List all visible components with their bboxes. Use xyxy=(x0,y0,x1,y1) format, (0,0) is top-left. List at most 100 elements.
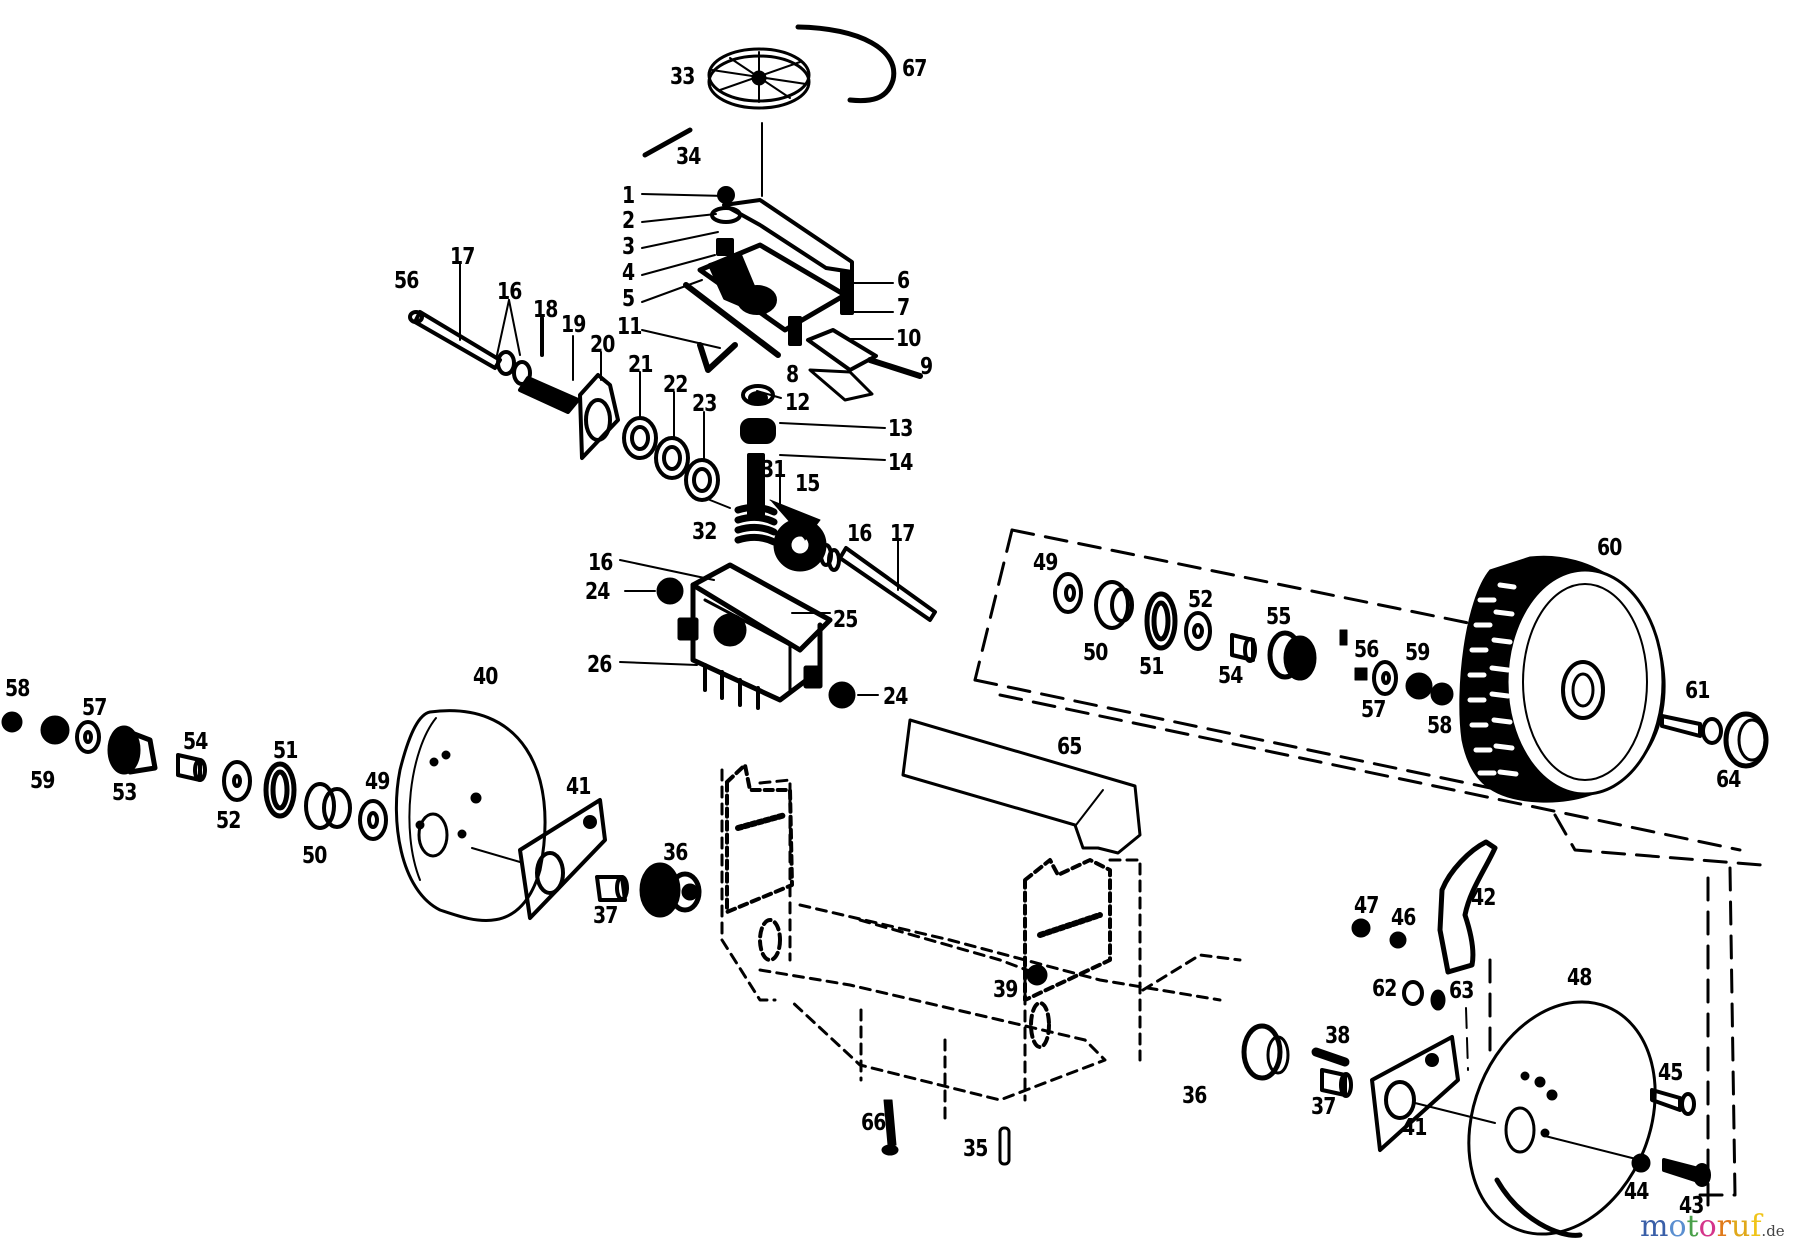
belt-67 xyxy=(798,27,894,101)
part-label-4: 4 xyxy=(622,260,635,286)
part-label-40: 40 xyxy=(473,664,498,690)
part-label-49: 49 xyxy=(1033,550,1058,576)
part-label-17: 17 xyxy=(450,244,475,270)
part-label-16: 16 xyxy=(588,550,613,576)
screw-66 xyxy=(882,1100,898,1155)
part-label-10: 10 xyxy=(896,326,921,352)
washer-22 xyxy=(656,392,688,478)
part-label-52: 52 xyxy=(216,808,241,834)
part-label-51: 51 xyxy=(1139,654,1164,680)
brake-lever-42 xyxy=(1440,842,1495,972)
part-label-64: 64 xyxy=(1716,767,1741,793)
part-label-33: 33 xyxy=(670,64,695,90)
gearbox-housing-26 xyxy=(680,565,830,708)
nut-39 xyxy=(1027,965,1047,985)
bearing-53-left xyxy=(110,728,155,772)
part-label-44: 44 xyxy=(1624,1179,1649,1205)
part-label-65: 65 xyxy=(1057,734,1082,760)
part-label-60: 60 xyxy=(1597,535,1622,561)
watermark-letter: m xyxy=(1640,1209,1669,1244)
bushing-37-right xyxy=(1322,1070,1351,1096)
watermark-letter: f xyxy=(1750,1209,1762,1244)
gearbox-cover xyxy=(686,188,920,400)
part-label-2: 2 xyxy=(622,208,635,234)
wheel-60 xyxy=(1460,556,1665,802)
handle-bracket-left xyxy=(727,765,792,960)
part-label-53: 53 xyxy=(112,780,137,806)
wheel-hub-36-right xyxy=(1244,1026,1288,1078)
part-label-17: 17 xyxy=(890,521,915,547)
bolt-43 xyxy=(1664,1160,1709,1185)
part-label-59: 59 xyxy=(1405,640,1430,666)
part-label-46: 46 xyxy=(1391,905,1416,931)
part-label-8: 8 xyxy=(786,362,799,388)
part-label-16: 16 xyxy=(497,279,522,305)
part-label-47: 47 xyxy=(1354,893,1379,919)
part-label-58: 58 xyxy=(1427,713,1452,739)
part-label-48: 48 xyxy=(1567,965,1592,991)
part-label-66: 66 xyxy=(861,1110,886,1136)
seal-51-left xyxy=(266,764,294,816)
part-label-37: 37 xyxy=(1311,1094,1336,1120)
part-label-35: 35 xyxy=(963,1136,988,1162)
washer-44 xyxy=(1632,1154,1650,1172)
part-label-14: 14 xyxy=(888,450,913,476)
part-label-45: 45 xyxy=(1658,1060,1683,1086)
part-label-13: 13 xyxy=(888,416,913,442)
part-label-57: 57 xyxy=(82,695,107,721)
part-label-39: 39 xyxy=(993,977,1018,1003)
part-label-25: 25 xyxy=(833,607,858,633)
part-label-54: 54 xyxy=(1218,663,1243,689)
axle-17-right xyxy=(821,540,935,620)
part-label-56: 56 xyxy=(394,268,419,294)
bearing-50-right xyxy=(1096,582,1132,628)
part-label-11: 11 xyxy=(617,314,642,340)
part-label-31: 31 xyxy=(761,457,786,483)
part-label-36: 36 xyxy=(663,840,688,866)
bearing-55-right xyxy=(1270,633,1314,678)
bracket-10 xyxy=(808,330,876,370)
nut-47 xyxy=(1352,919,1370,937)
part-label-37: 37 xyxy=(593,903,618,929)
watermark-letter: u xyxy=(1730,1209,1751,1244)
nut-63 xyxy=(1431,990,1445,1010)
pin-34 xyxy=(645,130,690,155)
washer-57-right xyxy=(1374,662,1396,694)
washer-23 xyxy=(686,412,730,508)
part-label-21: 21 xyxy=(628,352,653,378)
hubcap-40 xyxy=(396,711,545,921)
washer-52-left xyxy=(224,762,250,800)
part-label-9: 9 xyxy=(920,354,933,380)
part-label-61: 61 xyxy=(1685,678,1710,704)
part-label-63: 63 xyxy=(1449,978,1474,1004)
gasket-20 xyxy=(580,352,618,458)
washer-62 xyxy=(1404,982,1422,1004)
part-label-23: 23 xyxy=(692,391,717,417)
washer-21 xyxy=(624,372,656,458)
seal-51-right xyxy=(1147,594,1175,648)
washer-49-right xyxy=(1055,574,1081,612)
handle-bracket-right xyxy=(1025,860,1110,1047)
cap-58-right xyxy=(1431,683,1453,705)
wheel-hub-36-left xyxy=(642,865,699,915)
pulley-33 xyxy=(709,49,809,108)
washer-46 xyxy=(1390,932,1406,948)
part-label-50: 50 xyxy=(302,843,327,869)
part-label-42: 42 xyxy=(1471,885,1496,911)
worm-shaft xyxy=(738,386,774,542)
part-label-49: 49 xyxy=(365,769,390,795)
watermark-letter: o xyxy=(1668,1209,1687,1244)
bushing-37-left xyxy=(597,877,627,900)
part-label-54: 54 xyxy=(183,729,208,755)
part-label-15: 15 xyxy=(795,471,820,497)
part-label-50: 50 xyxy=(1083,640,1108,666)
nut-59-right xyxy=(1406,673,1432,699)
washer-52-right xyxy=(1186,613,1210,649)
part-label-6: 6 xyxy=(897,268,910,294)
part-label-38: 38 xyxy=(1325,1023,1350,1049)
hub-cap-64 xyxy=(1726,714,1766,766)
part-label-5: 5 xyxy=(622,286,635,312)
part-label-59: 59 xyxy=(30,768,55,794)
part-label-56: 56 xyxy=(1354,637,1379,663)
